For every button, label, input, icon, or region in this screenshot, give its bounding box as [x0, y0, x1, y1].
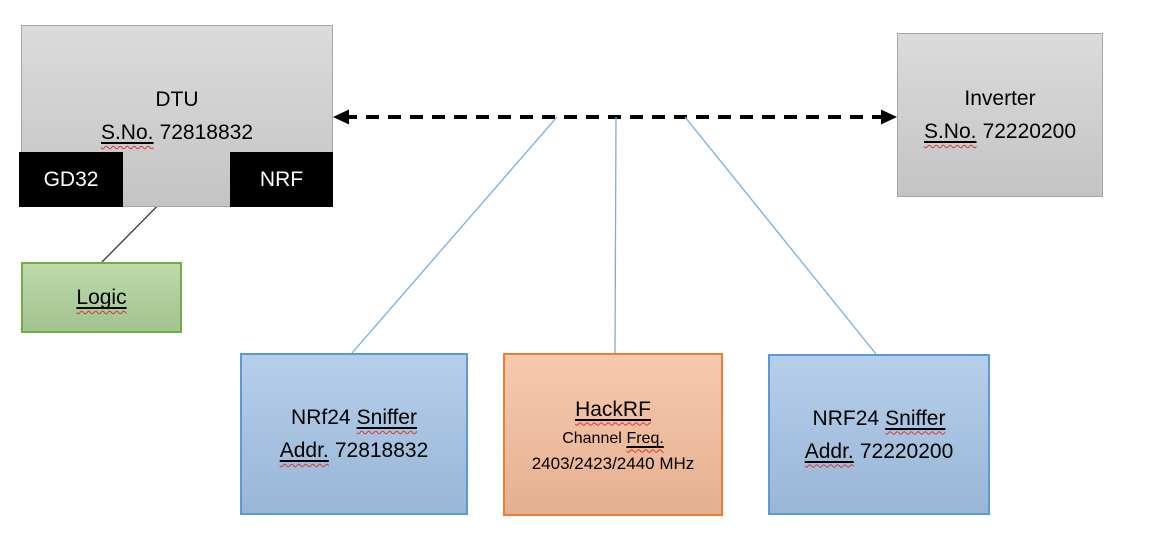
logic-box: Logic [21, 262, 182, 333]
hackrf-freq-label: Freq. [626, 429, 664, 447]
sniffer1-addr-label-underline: Addr. [280, 439, 329, 462]
sniffer1-addr-label: Addr. [279, 439, 329, 462]
inverter-box: Inverter S.No.72220200 [897, 33, 1103, 197]
logic-line: Logic [76, 281, 126, 314]
arrowhead-right-icon [881, 109, 897, 125]
sniffer2-addr: Addr.72220200 [805, 435, 954, 468]
hackrf-connector-line [614, 116, 617, 354]
sniffer1-name-prefix: NRf24 [291, 406, 351, 429]
hackrf-freq-label-underline: Freq. [626, 430, 663, 447]
inverter-title: Inverter [964, 87, 1036, 110]
nrf-label: NRF [259, 167, 304, 191]
dtu-serial-label: S.No. [100, 121, 154, 144]
sniffer1-name: NRf24 Sniffer [291, 401, 417, 434]
arrowhead-left-icon [333, 109, 349, 125]
sniffer1-name-word-underline: Sniffer [357, 406, 417, 429]
inverter-serial: S.No.72220200 [924, 115, 1076, 148]
inverter-serial-label: S.No. [923, 120, 977, 143]
gd32-chip: GD32 [19, 152, 123, 207]
dtu-serial: S.No.72818832 [101, 116, 253, 149]
logic-label: Logic [76, 286, 127, 309]
dtu-serial-label-underline: S.No. [101, 121, 154, 144]
dtu-inverter-dashed-link [333, 109, 897, 125]
sniffer1-addr: Addr.72818832 [280, 434, 429, 467]
hackrf-title-line: HackRF [575, 393, 651, 426]
inverter-serial-label-underline: S.No. [924, 120, 977, 143]
dtu-serial-value: 72818832 [159, 121, 254, 144]
hackrf-channel-label: Channel [562, 429, 622, 447]
sniffer2-addr-label-underline: Addr. [805, 440, 854, 463]
dtu-title: DTU [155, 88, 199, 111]
sniffer1-box: NRf24 Sniffer Addr.72818832 [240, 353, 468, 515]
sniffer2-addr-label: Addr. [804, 439, 854, 463]
sniffer2-name-word: Sniffer [885, 406, 946, 430]
hackrf-title-underline: HackRF [575, 398, 651, 421]
sniffer1-connector-line [351, 116, 558, 354]
sniffer2-addr-value: 72220200 [859, 439, 954, 463]
sniffer2-connector-line [684, 116, 877, 355]
gd32-label: GD32 [43, 167, 99, 191]
sniffer2-name-word-underline: Sniffer [885, 407, 945, 430]
sniffer2-name-prefix: NRF24 [812, 406, 880, 430]
sniffer1-addr-value: 72818832 [334, 439, 429, 462]
inverter-serial-value: 72220200 [982, 120, 1077, 143]
logic-label-underline: Logic [76, 286, 126, 309]
hackrf-frequencies: 2403/2423/2440 MHz [531, 453, 695, 473]
sniffer1-name-word: Sniffer [356, 406, 417, 429]
nrf-chip: NRF [230, 152, 333, 207]
hackrf-title: HackRF [575, 397, 651, 421]
